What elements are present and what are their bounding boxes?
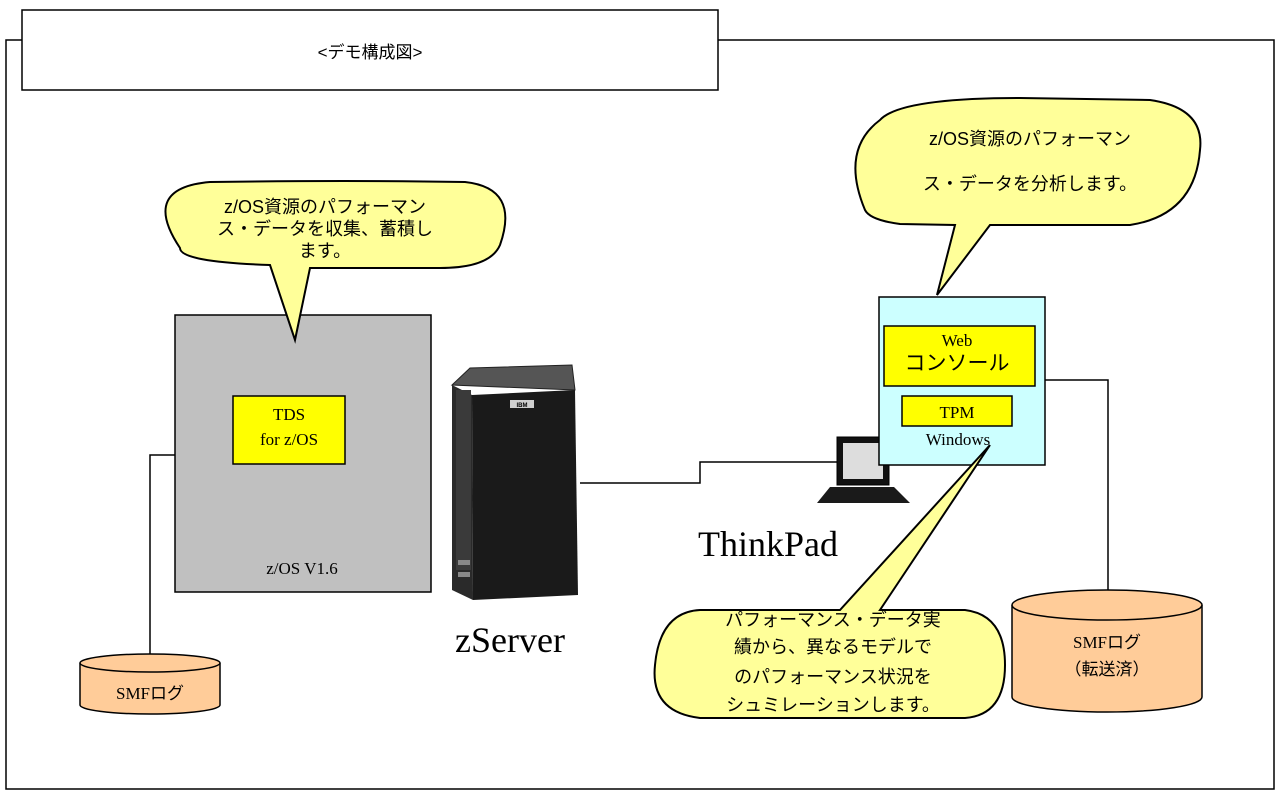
bottom-callout-line2: 績から、異なるモデルで [734, 637, 932, 657]
network-line [580, 461, 880, 484]
web-label: Web [942, 331, 973, 350]
bottom-callout-line1: パフォーマンス・データ実 [725, 610, 941, 630]
page-title: <デモ構成図> [318, 42, 423, 62]
windows-smf-connector [1045, 379, 1109, 605]
tds-box [232, 395, 346, 465]
ibm-logo: IBM [517, 403, 528, 409]
smf-log-transferred-label-line1: SMFログ [1073, 633, 1141, 652]
host-smf-connector [149, 454, 175, 655]
tpm-box [901, 395, 1013, 427]
right-callout-line2: ス・データを分析します。 [923, 174, 1137, 194]
left-callout [164, 180, 507, 344]
bottom-callout-line3: のパフォーマンス状況を [734, 667, 932, 687]
zserver-label: zServer [455, 620, 565, 660]
thinkpad-label: ThinkPad [698, 524, 838, 564]
smf-log-local-label: SMFログ [116, 684, 184, 703]
smf-log-transferred-cylinder [1011, 589, 1203, 713]
tpm-label: TPM [940, 403, 975, 422]
zos-version-label: z/OS V1.6 [266, 559, 337, 578]
left-callout-line3: ます。 [299, 241, 351, 261]
right-callout [854, 96, 1202, 296]
tds-label-line2: for z/OS [260, 430, 318, 449]
title-box [21, 9, 719, 91]
web-console-box [883, 325, 1036, 387]
console-label: コンソール [905, 352, 1010, 375]
zserver-icon: IBM [450, 364, 578, 600]
left-callout-line2: ス・データを収集、蓄積し [217, 219, 433, 239]
right-callout-line1: z/OS資源のパフォーマン [929, 129, 1131, 149]
laptop-icon [817, 436, 910, 503]
left-callout-line1: z/OS資源のパフォーマン [224, 197, 426, 217]
smf-log-local-cylinder [79, 653, 221, 715]
windows-label: Windows [926, 430, 990, 449]
bottom-callout [653, 444, 1007, 719]
bottom-callout-line4: シュミレーションします。 [726, 695, 940, 715]
smf-log-transferred-label-line2: （転送済） [1065, 660, 1150, 679]
tds-label-line1: TDS [273, 405, 305, 424]
